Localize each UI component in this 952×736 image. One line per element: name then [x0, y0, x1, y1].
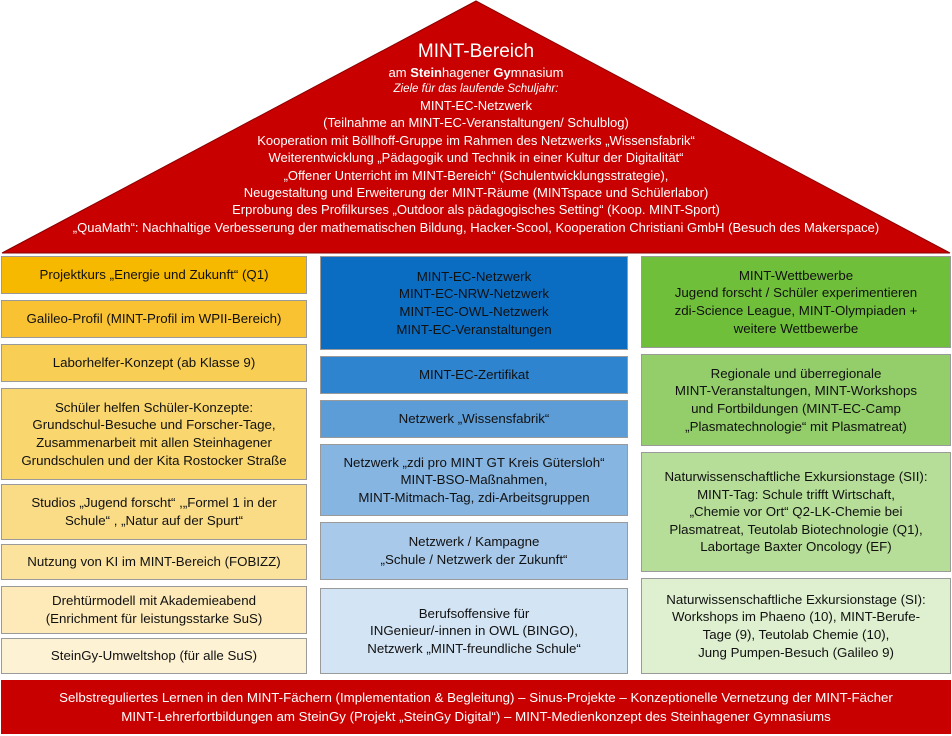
- roof-goal-line: „QuaMath“: Nachhaltige Verbesserung der …: [72, 219, 880, 235]
- middle-pillar-box: Netzwerk „zdi pro MINT GT Kreis Güterslo…: [320, 444, 628, 516]
- foundation-line: MINT-Lehrerfortbildungen am SteinGy (Pro…: [121, 709, 831, 724]
- middle-pillar-box: Netzwerk / Kampagne „Schule / Netzwerk d…: [320, 522, 628, 580]
- roof-goal-line: Erprobung des Profilkurses „Outdoor als …: [232, 202, 720, 218]
- right-pillar-box: Naturwissenschaftliche Exkursionstage (S…: [641, 452, 951, 572]
- roof-goal-line: Kooperation mit Böllhoff-Gruppe im Rahme…: [257, 132, 695, 148]
- left-pillar-box: SteinGy-Umweltshop (für alle SuS): [1, 638, 307, 674]
- roof-subtitle: am Steinhagener Gymnasium: [388, 65, 564, 80]
- left-pillar-box: Projektkurs „Energie und Zukunft“ (Q1): [1, 256, 307, 294]
- left-pillar-box: Laborhelfer-Konzept (ab Klasse 9): [1, 344, 307, 382]
- roof-goal-line: (Teilnahme an MINT-EC-Veranstaltungen/ S…: [323, 115, 629, 131]
- right-pillar-box: Regionale und überregionale MINT-Veranst…: [641, 354, 951, 446]
- right-pillar-box: MINT-Wettbewerbe Jugend forscht / Schüle…: [641, 256, 951, 348]
- roof-triangle: [1, 0, 951, 254]
- left-pillar-box: Galileo-Profil (MINT-Profil im WPII-Bere…: [1, 300, 307, 338]
- roof-goals-heading: Ziele für das laufende Schuljahr:: [393, 83, 559, 95]
- middle-pillar-box: Berufsoffensive für INGenieur/-innen in …: [320, 588, 628, 674]
- roof-goal-line: Neugestaltung und Erweiterung der MINT-R…: [243, 185, 709, 201]
- left-pillar-box: Nutzung von KI im MINT-Bereich (FOBIZZ): [1, 544, 307, 580]
- roof-title: MINT-Bereich: [417, 41, 535, 62]
- right-pillar-box: Naturwissenschaftliche Exkursionstage (S…: [641, 578, 951, 674]
- roof-goal-line: „Offener Unterricht im MINT-Bereich“ (Sc…: [283, 167, 669, 183]
- foundation-bar: Selbstreguliertes Lernen in den MINT-Fäc…: [1, 680, 951, 734]
- middle-pillar-box: MINT-EC-Netzwerk MINT-EC-NRW-Netzwerk MI…: [320, 256, 628, 350]
- foundation-line: Selbstreguliertes Lernen in den MINT-Fäc…: [59, 690, 893, 705]
- roof-goal-line: Weiterentwicklung „Pädagogik und Technik…: [268, 150, 684, 166]
- left-pillar-box: Drehtürmodell mit Akademieabend (Enrichm…: [1, 586, 307, 634]
- left-pillar-box: Schüler helfen Schüler-Konzepte: Grundsc…: [1, 388, 307, 480]
- roof-goal-line: MINT-EC-Netzwerk: [420, 98, 532, 113]
- middle-pillar-box: Netzwerk „Wissensfabrik“: [320, 400, 628, 438]
- left-pillar-box: Studios „Jugend forscht“ ,„Formel 1 in d…: [1, 484, 307, 540]
- middle-pillar-box: MINT-EC-Zertifikat: [320, 356, 628, 394]
- roof-text: MINT-Bereich am Steinhagener Gymnasium Z…: [0, 40, 952, 236]
